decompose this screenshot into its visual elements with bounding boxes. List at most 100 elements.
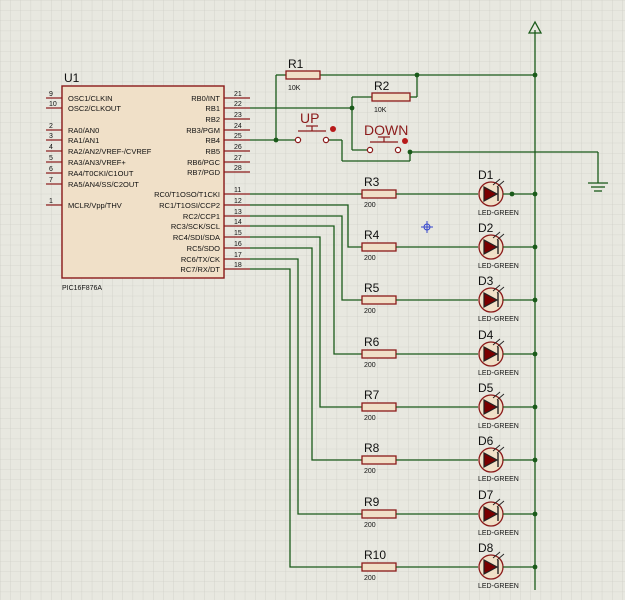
- led-value: LED-GREEN: [478, 530, 519, 537]
- resistor-r1[interactable]: R1 10K: [285, 57, 321, 92]
- button-up[interactable]: UP: [294, 110, 336, 144]
- pin-number: 13: [234, 209, 242, 216]
- pin-number: 24: [234, 123, 242, 130]
- power-terminal-icon: [527, 20, 543, 34]
- led-ref: D2: [478, 221, 494, 235]
- resistor-value: 200: [364, 575, 376, 582]
- pin-number: 4: [49, 144, 53, 151]
- pin-name: RC6/TX/CK: [181, 255, 220, 264]
- pin-number: 11: [234, 187, 241, 194]
- led-value: LED-GREEN: [478, 583, 519, 590]
- mcu-body: [61, 85, 225, 279]
- pin-name: RB7/PGD: [187, 168, 221, 177]
- pin-name: RA2/AN2/VREF-/CVREF: [68, 147, 152, 156]
- mcu-pin-right[interactable]: 24 RB3/PGM: [186, 123, 250, 135]
- resistor-value: 200: [364, 522, 376, 529]
- led-value: LED-GREEN: [478, 263, 519, 270]
- led-icon: [483, 185, 499, 203]
- pin-number: 17: [234, 252, 242, 259]
- pin-number: 18: [234, 262, 242, 269]
- mcu-pin-right[interactable]: 18 RC7/RX/DT: [180, 262, 250, 274]
- led-icon: [483, 398, 499, 416]
- mcu-pin-right[interactable]: 13 RC2/CCP1: [183, 209, 250, 221]
- pin-number: 3: [49, 133, 53, 140]
- led-ref: D4: [478, 328, 494, 342]
- pin-number: 9: [49, 91, 53, 98]
- resistor-value: 200: [364, 415, 376, 422]
- pin-name: RC4/SDI/SDA: [173, 233, 220, 242]
- mcu-pin-left[interactable]: 3 RA1/AN1: [46, 133, 99, 145]
- pin-number: 10: [49, 101, 57, 108]
- button-down[interactable]: DOWN: [364, 122, 408, 154]
- led-icon: [483, 451, 499, 469]
- mcu-pin-right[interactable]: 17 RC6/TX/CK: [181, 252, 250, 264]
- down-label: DOWN: [364, 122, 408, 138]
- led-ref: D1: [478, 168, 494, 182]
- pin-number: 26: [234, 144, 242, 151]
- resistor-ref: R3: [364, 175, 380, 189]
- resistor-ref: R6: [364, 335, 380, 349]
- pin-name: RB3/PGM: [186, 126, 220, 135]
- pin-number: 25: [234, 133, 242, 140]
- pin-name: OSC2/CLKOUT: [68, 104, 121, 113]
- resistor-ref: R8: [364, 441, 380, 455]
- pin-number: 23: [234, 112, 242, 119]
- pin-number: 14: [234, 219, 242, 226]
- mcu-pin-left[interactable]: 4 RA2/AN2/VREF-/CVREF: [46, 144, 152, 156]
- pin-number: 6: [49, 166, 53, 173]
- r2-ref: R2: [374, 79, 390, 93]
- pin-number: 12: [234, 198, 242, 205]
- pin-name: RA1/AN1: [68, 136, 99, 145]
- down-actuator-icon[interactable]: [402, 138, 408, 144]
- pin-number: 2: [49, 123, 53, 130]
- resistor-ref: R4: [364, 228, 380, 242]
- led-ref: D3: [478, 274, 494, 288]
- power-rail: [527, 20, 543, 590]
- led-ref: D5: [478, 381, 494, 395]
- up-actuator-icon[interactable]: [330, 126, 336, 132]
- mcu-pin-left[interactable]: 10 OSC2/CLKOUT: [46, 101, 121, 113]
- led-icon: [483, 558, 499, 576]
- resistor-r2[interactable]: R2 10K: [371, 79, 411, 114]
- pin-number: 5: [49, 155, 53, 162]
- pin-name: RC2/CCP1: [183, 212, 220, 221]
- mcu-pin-left[interactable]: 2 RA0/AN0: [46, 123, 99, 135]
- pin-number: 28: [234, 165, 242, 172]
- mcu-ref: U1: [64, 71, 80, 85]
- pin-name: RA0/AN0: [68, 126, 99, 135]
- led-icon: [483, 291, 499, 309]
- mcu-pin-right[interactable]: 28 RB7/PGD: [187, 165, 250, 177]
- pin-name: RC7/RX/DT: [180, 265, 220, 274]
